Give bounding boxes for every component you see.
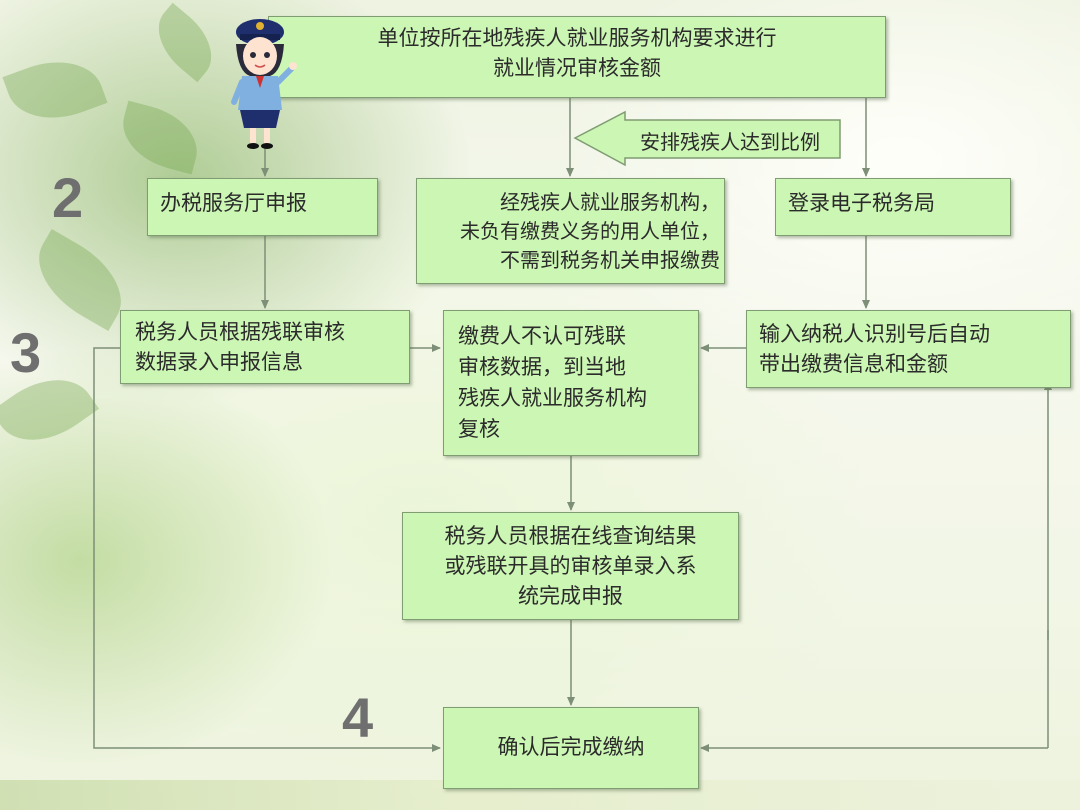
box-online-query-filing: 税务人员根据在线查询结果 或残联开具的审核单录入系 统完成申报 <box>402 512 739 620</box>
box-exempt-employer-text: 经残疾人就业服务机构， 未负有缴费义务的用人单位， 不需到税务机关申报缴费 <box>460 190 720 272</box>
box-auto-fill-info-text: 输入纳税人识别号后自动 带出缴费信息和金额 <box>759 322 990 376</box>
box-tax-hall-filing-text: 办税服务厅申报 <box>160 191 307 215</box>
step-number-4: 4 <box>342 686 374 749</box>
box-auto-fill-info: 输入纳税人识别号后自动 带出缴费信息和金额 <box>746 310 1071 388</box>
box-unit-review: 单位按所在地残疾人就业服务机构要求进行 就业情况审核金额 <box>268 16 886 98</box>
box-online-query-filing-text: 税务人员根据在线查询结果 或残联开具的审核单录入系 统完成申报 <box>444 524 697 608</box>
box-confirm-payment: 确认后完成缴纳 <box>443 707 699 789</box>
box-dispute-review-text: 缴费人不认可残联 审核数据，到当地 残疾人就业服务机构 复核 <box>458 324 647 441</box>
box-e-tax-bureau-login-text: 登录电子税务局 <box>788 191 935 215</box>
box-unit-review-text: 单位按所在地残疾人就业服务机构要求进行 就业情况审核金额 <box>377 26 777 80</box>
box-tax-hall-filing: 办税服务厅申报 <box>147 178 378 236</box>
step-number-3: 3 <box>10 321 42 384</box>
box-dispute-review: 缴费人不认可残联 审核数据，到当地 残疾人就业服务机构 复核 <box>443 310 699 456</box>
step-number-2: 2 <box>52 166 84 229</box>
banner-arrow-shape <box>573 110 841 167</box>
connector-left-loop <box>93 347 441 752</box>
box-e-tax-bureau-login: 登录电子税务局 <box>775 178 1011 236</box>
box-exempt-employer: 经残疾人就业服务机构， 未负有缴费义务的用人单位， 不需到税务机关申报缴费 <box>416 178 725 284</box>
tax-officer-cartoon <box>231 19 297 149</box>
box-staff-enter-data-text: 税务人员根据残联审核 数据录入申报信息 <box>135 320 345 374</box>
box-confirm-payment-text: 确认后完成缴纳 <box>497 735 645 759</box>
box-staff-enter-data: 税务人员根据残联审核 数据录入申报信息 <box>120 310 410 384</box>
banner-arrow-label: 安排残疾人达到比例 <box>640 130 820 154</box>
